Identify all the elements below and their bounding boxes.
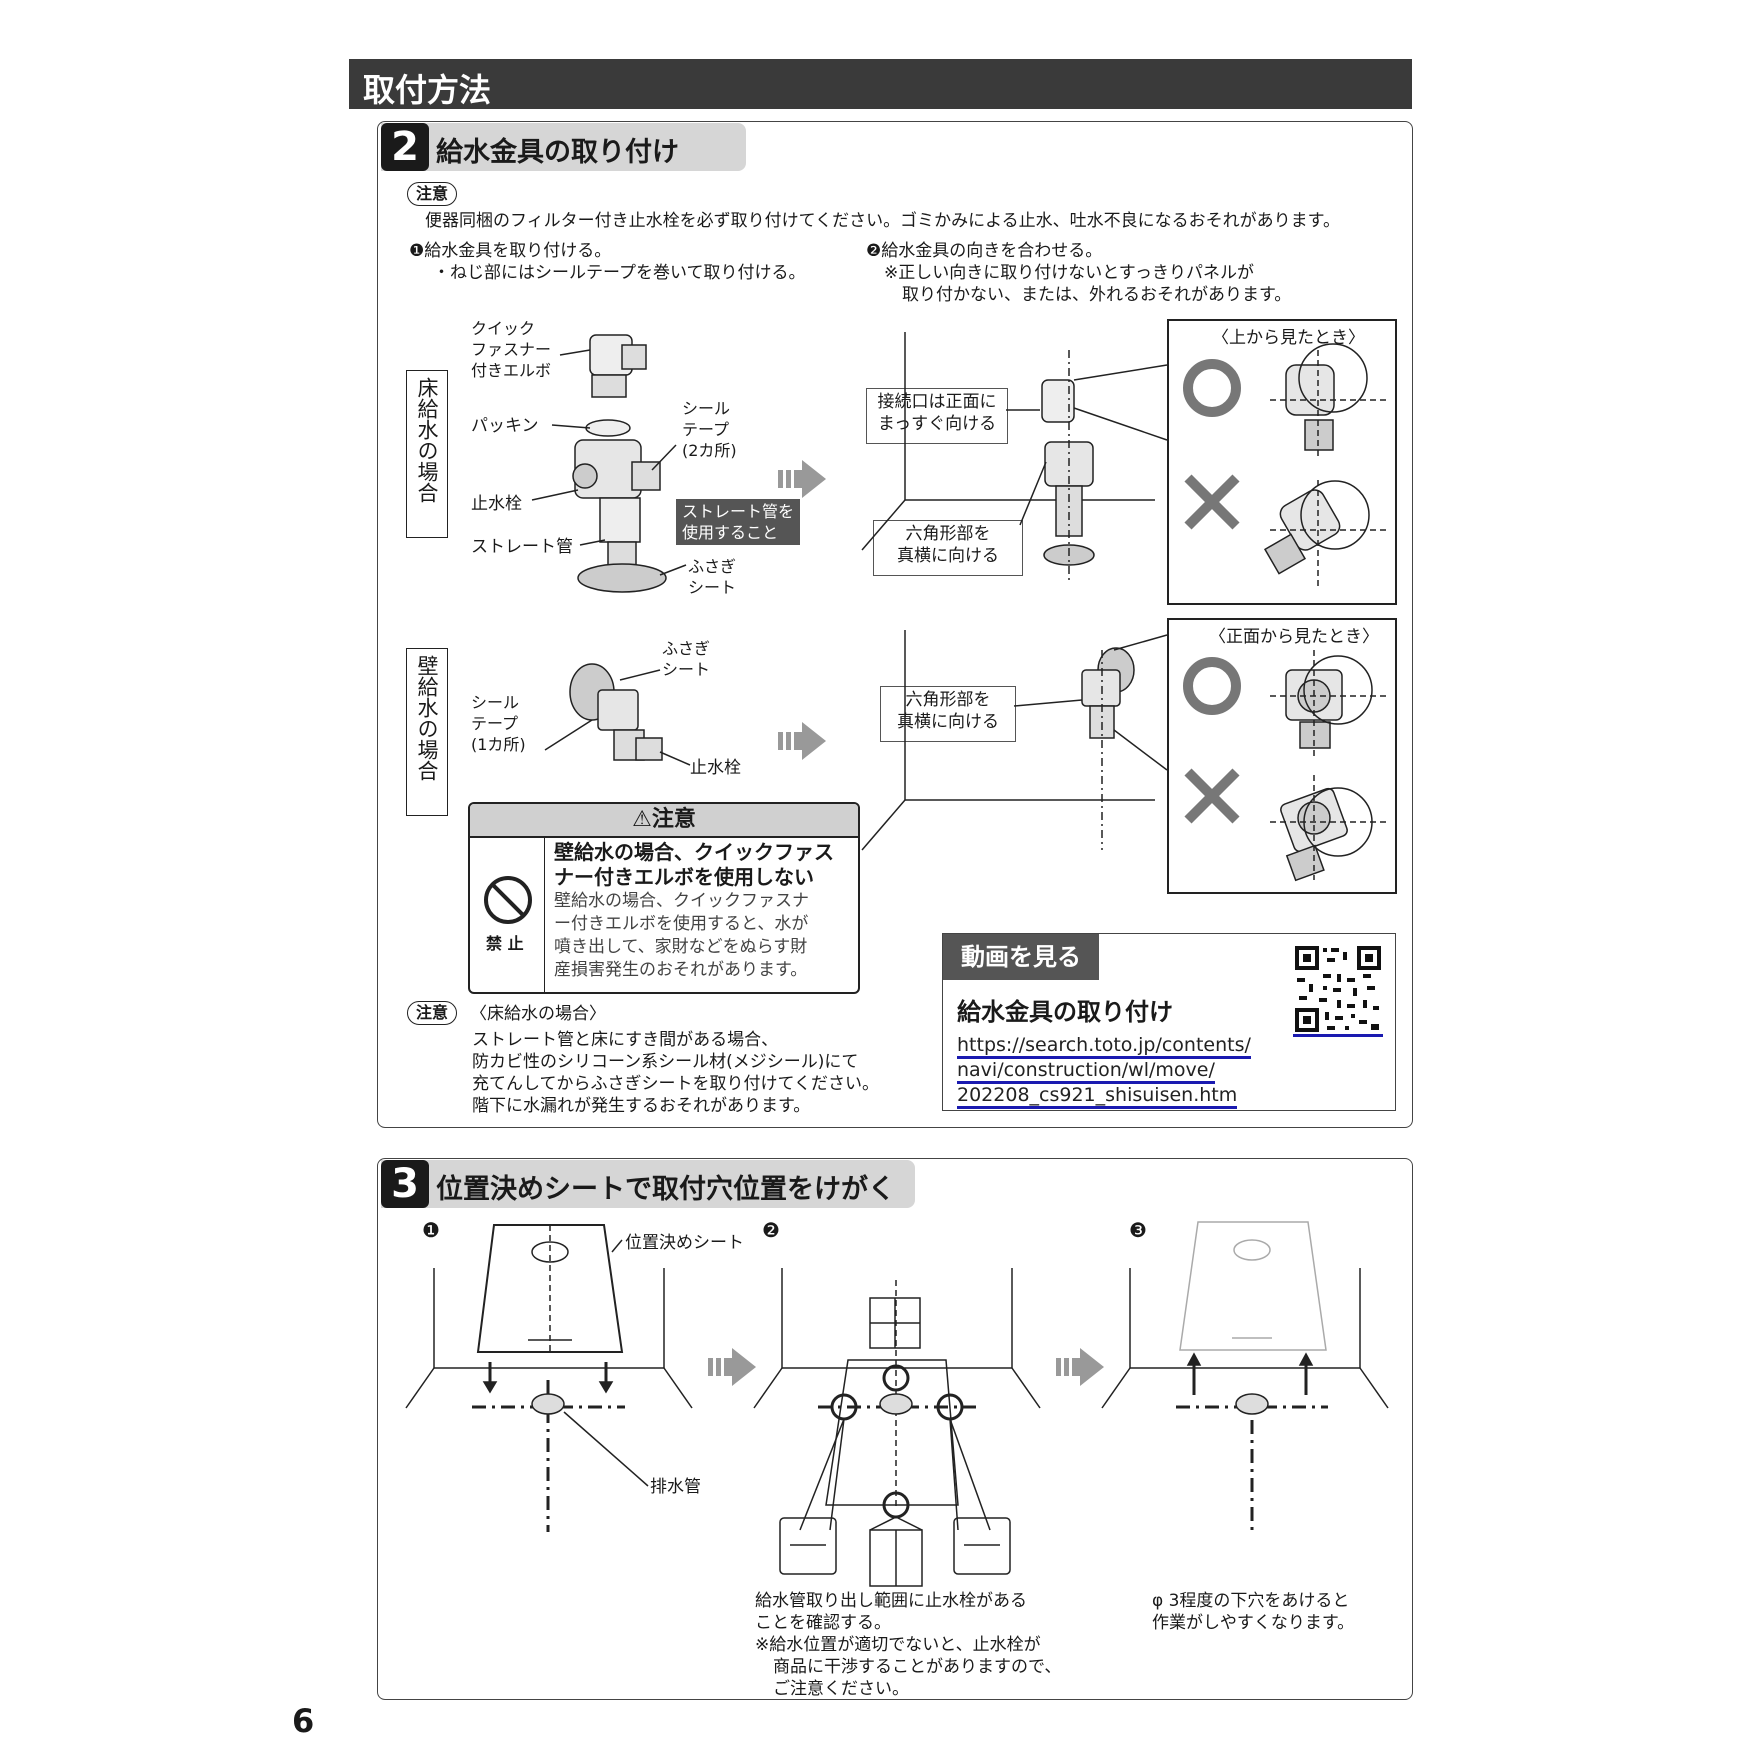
callout-hex-sideways: 六角形部を 真横に向ける: [873, 520, 1023, 576]
scene-2-drawing: [753, 1268, 1041, 1587]
video-tag: 動画を見る: [943, 934, 1099, 980]
warning-box: ⚠注意 禁 止 壁給水の場合、クイックファス ナー付きエルボを使用しない 壁給水…: [468, 802, 860, 994]
top-view-ok-drawing: [1270, 343, 1390, 460]
straight-pipe-tag: ストレート管を 使用すること: [676, 499, 801, 545]
step3-caption-2: 給水管取り出し範囲に止水栓がある ことを確認する。 ※給水位置が適切でないと、止…: [755, 1591, 1062, 1699]
note-line-1: ストレート管と床にすき間がある場合、: [472, 1030, 779, 1050]
step3-marker-1: ❶: [422, 1218, 440, 1242]
label-wall-valve: 止水栓: [690, 758, 741, 778]
instruction-1-sub: ・ねじ部にはシールテープを巻いて取り付ける。: [433, 263, 806, 283]
label-valve: 止水栓: [471, 494, 522, 514]
label-packing: パッキン: [471, 416, 539, 436]
video-title: 給水金具の取り付け: [957, 998, 1173, 1026]
arrow-icon: [708, 1348, 756, 1386]
page-number: 6: [292, 1702, 315, 1740]
label-wall-seal-tape: シール テープ (1カ所): [471, 693, 526, 754]
installed-wall-valve: [1013, 634, 1168, 850]
front-view-label: 〈正面から見たとき〉: [1209, 627, 1379, 647]
label-drain-pipe: 排水管: [650, 1477, 701, 1497]
qr-code-icon[interactable]: [1293, 944, 1383, 1037]
warning-body: 壁給水の場合、クイックファス ナー付きエルボを使用しない 壁給水の場合、クイック…: [554, 840, 834, 980]
note-heading: 〈床給水の場合〉: [470, 1004, 606, 1024]
note-pill: 注意: [407, 1001, 458, 1025]
step2-number: 2: [381, 123, 429, 171]
arrow-icon: [778, 460, 826, 498]
wall-supply-text: 壁給水の場合: [415, 655, 439, 781]
wall-supply-label: 壁給水の場合: [406, 648, 448, 816]
scene-1-drawing: [405, 1224, 693, 1532]
instruction-2-note-cont: 取り付かない、または、外れるおそれがあります。: [902, 285, 1292, 305]
top-view-box: [1167, 319, 1397, 605]
label-cover-sheet: ふさぎ シート: [688, 557, 737, 597]
note-line-3: 充てんしてからふさぎシートを取り付けてください。: [472, 1074, 879, 1094]
prohibition-label: 禁 止: [486, 934, 524, 953]
step3-number: 3: [381, 1160, 429, 1208]
top-view-ng-drawing: [1263, 480, 1390, 590]
callout-connection-front: 接続口は正面に まっすぐ向ける: [866, 388, 1008, 444]
label-seal-tape: シール テープ (2カ所): [682, 399, 737, 460]
instruction-2-title: ❷給水金具の向きを合わせる。: [866, 241, 1103, 261]
label-positioning-sheet: 位置決めシート: [625, 1233, 744, 1253]
note-line-4: 階下に水漏れが発生するおそれがあります。: [472, 1096, 811, 1116]
video-url[interactable]: https://search.toto.jp/contents/ navi/co…: [957, 1034, 1251, 1109]
caution-pill: 注意: [407, 182, 458, 206]
front-view-ok-drawing: [1270, 650, 1390, 760]
front-view-box: [1167, 618, 1397, 894]
instruction-2-note: ※正しい向きに取り付けないとすっきりパネルが: [884, 263, 1255, 283]
floor-supply-label: 床給水の場合: [406, 370, 448, 538]
video-url-line-3[interactable]: 202208_cs921_shisuisen.htm: [957, 1084, 1238, 1109]
ok-circle-icon: [1183, 359, 1241, 417]
step3-title: 位置決めシートで取付穴位置をけがく: [436, 1174, 895, 1205]
ok-circle-icon-front: [1183, 657, 1241, 715]
video-url-line-2[interactable]: navi/construction/wl/move/: [957, 1059, 1215, 1084]
label-wall-cover-sheet: ふさぎ シート: [662, 639, 711, 679]
prohibition-icon: [484, 876, 532, 924]
warning-triangle-icon: ⚠: [632, 807, 652, 832]
step3-marker-3: ❸: [1129, 1218, 1147, 1242]
step3-caption-3: φ 3程度の下穴をあけると 作業がしやすくなります。: [1152, 1591, 1355, 1633]
warning-header: ⚠注意: [470, 804, 858, 838]
label-straight-pipe: ストレート管: [471, 537, 573, 557]
callout-hex-sideways-wall: 六角形部を 真横に向ける: [880, 686, 1016, 742]
scene-3-drawing: [1101, 1221, 1389, 1532]
installed-floor-valve: [1006, 350, 1168, 580]
wall-valve-illustration: [544, 663, 691, 766]
floor-supply-text: 床給水の場合: [415, 377, 439, 503]
step2-panel: [377, 121, 1413, 1128]
ng-cross-icon: [1184, 474, 1240, 530]
caution-text: 便器同梱のフィルター付き止水栓を必ず取り付けてください。ゴミかみによる止水、吐水…: [425, 211, 1340, 231]
instruction-1-title: ❶給水金具を取り付ける。: [409, 241, 612, 261]
top-view-label: 〈上から見たとき〉: [1212, 328, 1365, 348]
ng-cross-icon-front: [1184, 768, 1240, 824]
video-box: 動画を見る 給水金具の取り付け https://search.toto.jp/c…: [942, 933, 1396, 1111]
front-view-ng-drawing: [1270, 775, 1390, 882]
room-outline-floor: [861, 332, 1155, 551]
arrow-icon: [778, 722, 826, 760]
step2-title: 給水金具の取り付け: [436, 137, 679, 168]
section-title: 取付方法: [363, 71, 492, 109]
step3-marker-2: ❷: [762, 1218, 780, 1242]
label-elbow: クイック ファスナー 付きエルボ: [471, 319, 552, 380]
room-outline-wall: [861, 630, 1155, 851]
note-line-2: 防カビ性のシリコーン系シール材(メジシール)にて: [472, 1052, 859, 1072]
video-url-line-1[interactable]: https://search.toto.jp/contents/: [957, 1034, 1251, 1059]
step3-title-tab: [381, 1160, 915, 1208]
section-header: 取付方法: [349, 59, 1412, 109]
step2-title-tab: [381, 123, 746, 171]
arrow-icon: [1056, 1348, 1104, 1386]
prohibition-cell: 禁 止: [470, 838, 545, 992]
floor-valve-illustration: [531, 334, 687, 593]
flow-arrows: [708, 460, 1104, 1386]
